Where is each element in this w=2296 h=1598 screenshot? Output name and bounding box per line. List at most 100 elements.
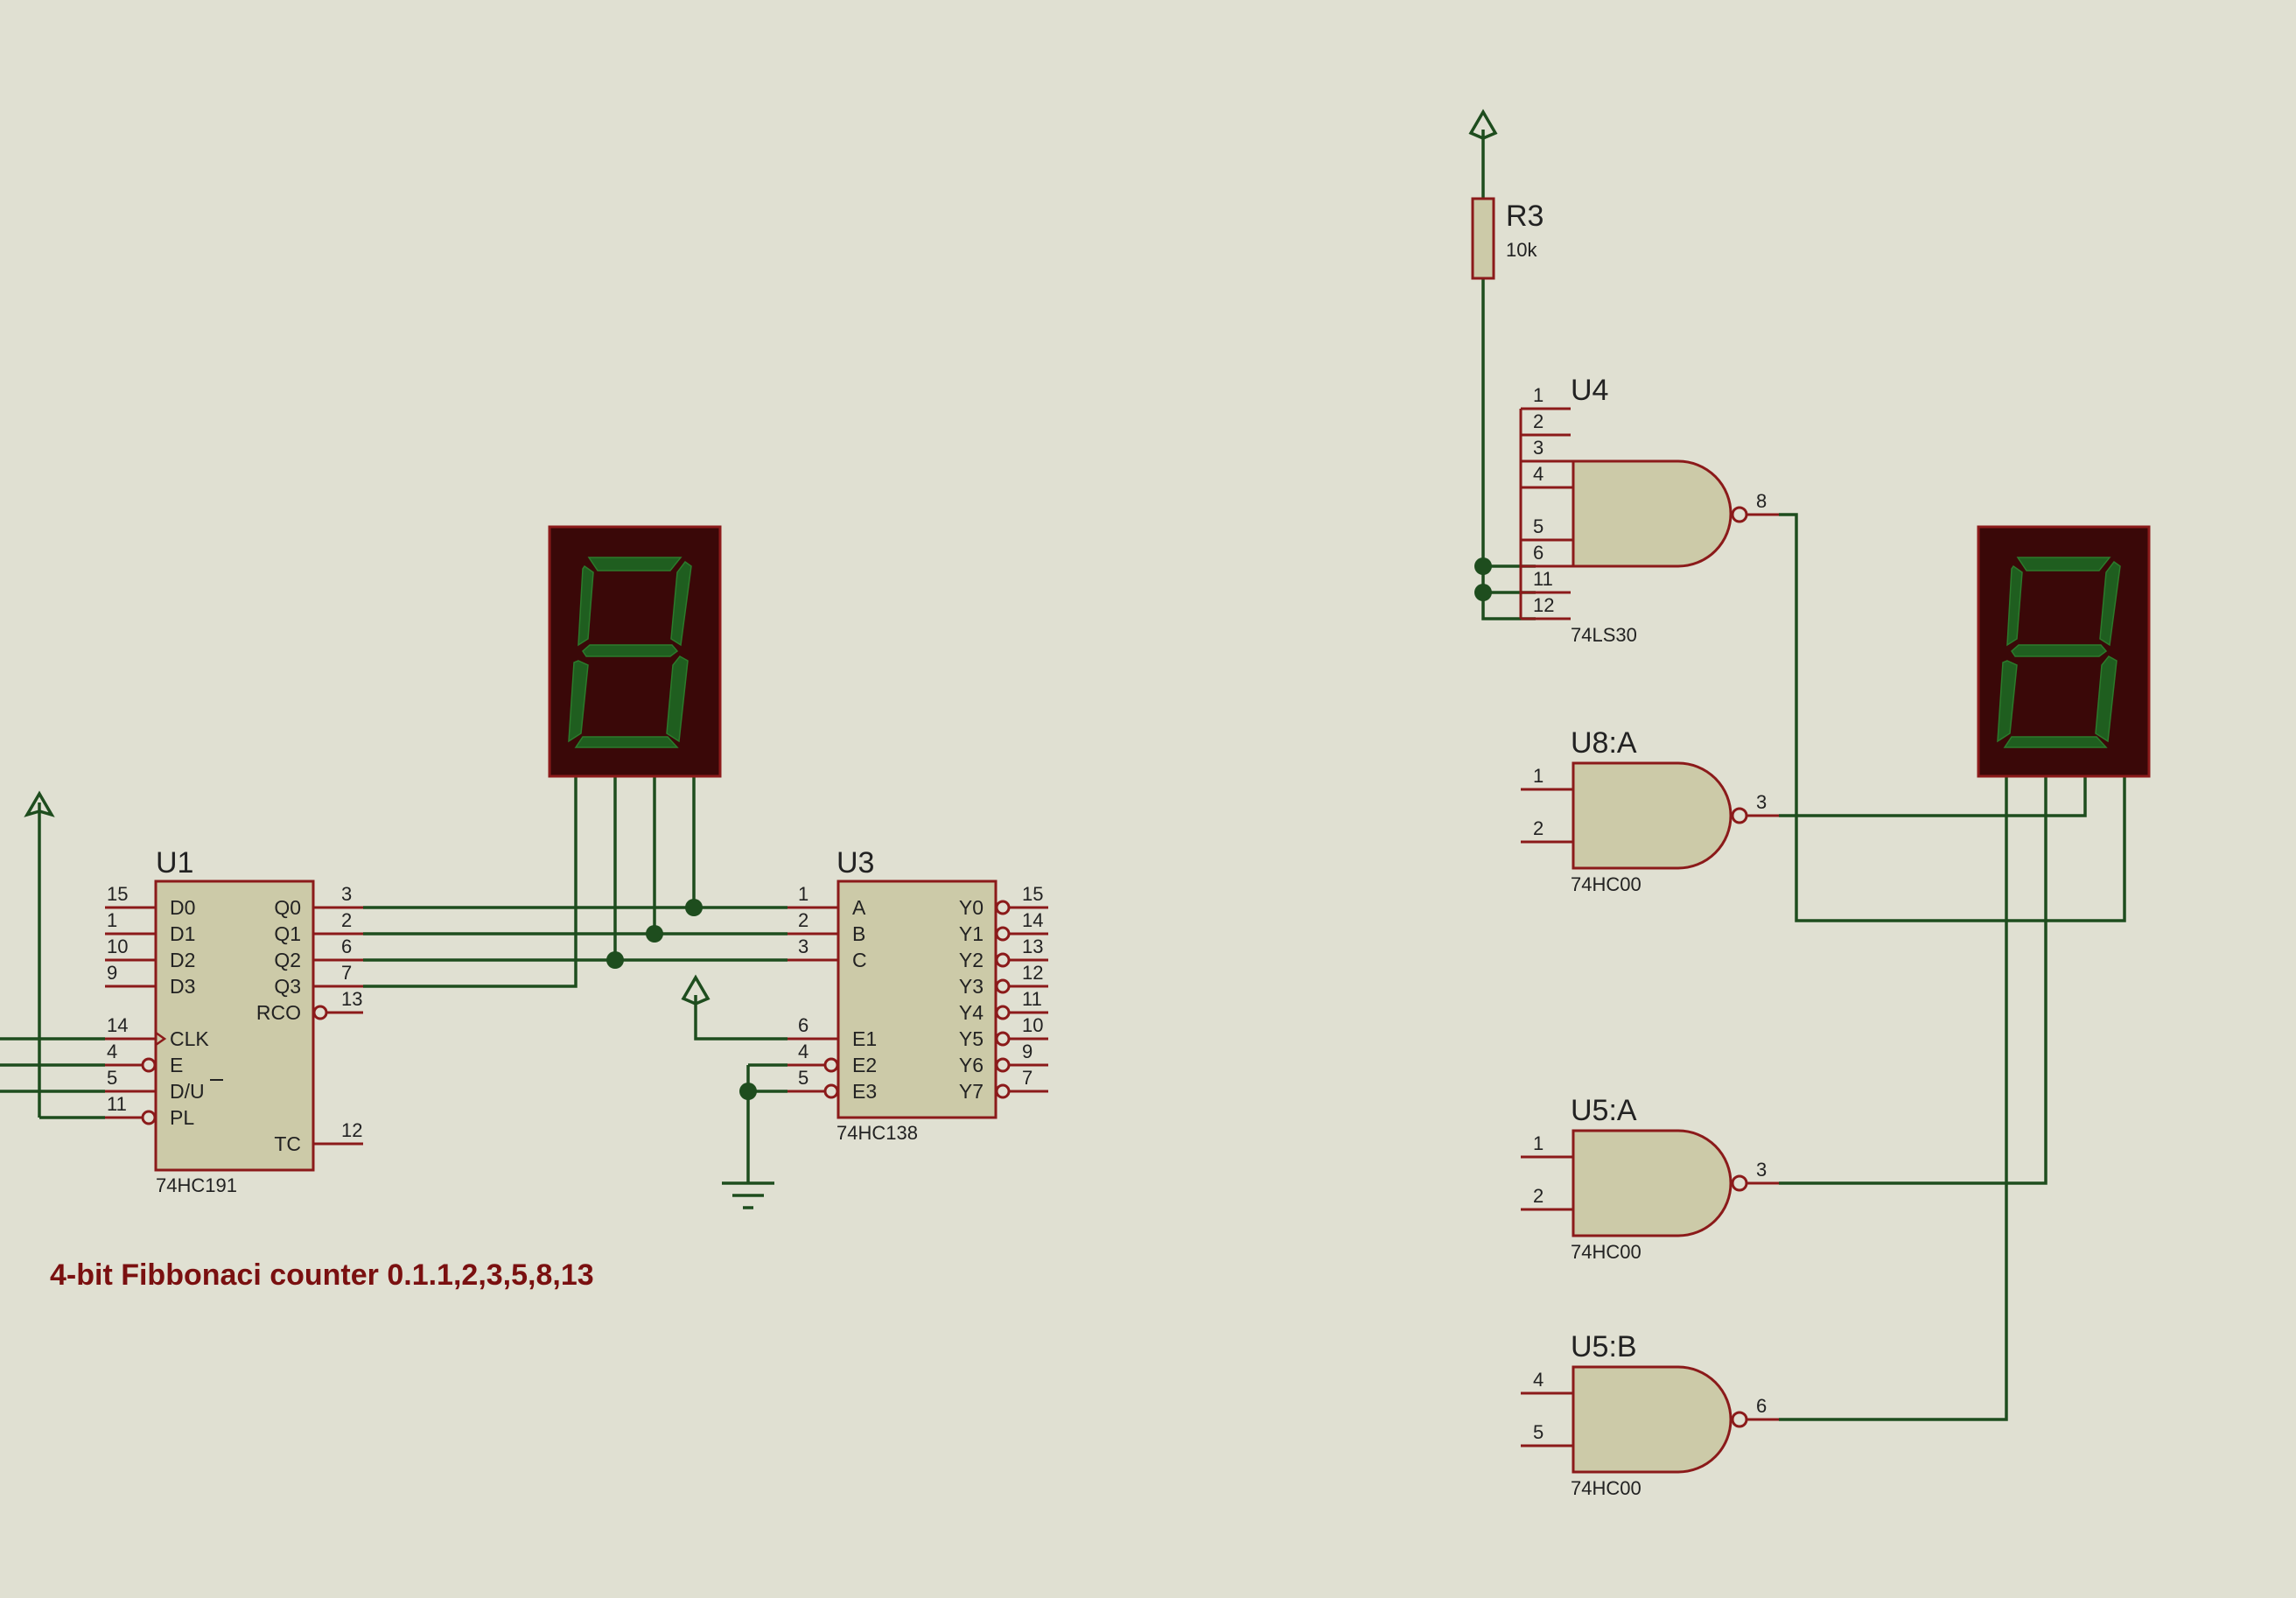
inversion-bubble-icon: [1731, 807, 1748, 824]
gate-u5b[interactable]: U5:B 74HC00 456: [1521, 1330, 1779, 1499]
wire-u4-out: [1779, 513, 2126, 922]
wire-q3: [363, 776, 578, 988]
wire-u8a-out: [1779, 777, 2087, 817]
inversion-bubble-icon: [141, 1057, 157, 1073]
inversion-bubble-icon: [312, 1005, 328, 1020]
u8a-ref: U8:A: [1571, 726, 1637, 760]
pin-name: Y2: [959, 949, 984, 971]
power-symbols: [24, 109, 1498, 1209]
u5a-part: 74HC00: [1571, 1241, 1642, 1263]
ic-u1[interactable]: U1 74HC191 15D01D110D29D314CLK4E5D/U11PL…: [105, 846, 363, 1196]
inversion-bubble-icon: [995, 1005, 1011, 1020]
pin-number: 4: [1533, 463, 1544, 485]
display-segment: [670, 560, 692, 647]
pin-number: 5: [798, 1067, 808, 1089]
pin-number: 6: [341, 936, 352, 957]
pin-name: RCO: [256, 1001, 301, 1024]
pin-number: 14: [1022, 909, 1043, 931]
display-segment: [2016, 557, 2111, 571]
r3-value: 10k: [1506, 239, 1537, 261]
schematic-annotation: 4-bit Fibbonaci counter 0.1.1,2,3,5,8,13: [50, 1258, 594, 1292]
seven-segment-display-right[interactable]: [1977, 525, 2151, 778]
u4-part: 74LS30: [1571, 624, 1637, 646]
pin-number: 1: [107, 909, 117, 931]
pin-number: 1: [1533, 765, 1544, 787]
pin-number: 7: [1022, 1067, 1032, 1089]
pin-name: Q3: [274, 975, 301, 998]
clock-edge-icon: [155, 1031, 167, 1047]
seven-segment-display-left[interactable]: [548, 525, 722, 778]
pin-name: PL: [170, 1106, 194, 1129]
pin-number: 5: [107, 1067, 117, 1089]
pin-number: 3: [1756, 791, 1767, 813]
pin-number: 3: [1756, 1159, 1767, 1181]
junction-dot: [739, 1083, 757, 1100]
inversion-bubble-icon: [1731, 506, 1748, 523]
junction-dot: [1474, 584, 1492, 601]
pin-name: CLK: [170, 1027, 209, 1050]
wire-u5a-out: [1779, 777, 2048, 1185]
ic-u3[interactable]: U3 74HC138 1A2B3C6E14E25E315Y014Y113Y212…: [788, 846, 1048, 1144]
inversion-bubble-icon: [823, 1083, 839, 1099]
pin-number: 13: [341, 988, 362, 1010]
gate-u5a[interactable]: U5:A 74HC00 123: [1521, 1094, 1779, 1263]
inversion-bubble-icon: [995, 1083, 1011, 1099]
r3-ref: R3: [1506, 200, 1544, 233]
pin-number: 12: [341, 1119, 362, 1141]
gate-u8a[interactable]: U8:A 74HC00 123: [1521, 726, 1779, 895]
u5b-part: 74HC00: [1571, 1477, 1642, 1499]
inversion-bubble-icon: [995, 900, 1011, 915]
wires: [0, 130, 2126, 1421]
resistor-body: [1471, 197, 1495, 280]
pin-name: TC: [274, 1132, 301, 1155]
inversion-bubble-icon: [1731, 1411, 1748, 1428]
display-segment: [666, 655, 689, 743]
inversion-bubble-icon: [995, 952, 1011, 968]
pin-number: 6: [1756, 1395, 1767, 1417]
junction-dot: [1474, 557, 1492, 575]
pin-name: Q2: [274, 949, 301, 971]
resistor-r3[interactable]: R3 10k: [1471, 197, 1544, 280]
pin-number: 12: [1533, 594, 1554, 616]
display-segment: [1997, 660, 2018, 743]
junction-dot: [646, 925, 663, 943]
pin-number: 4: [1533, 1369, 1544, 1391]
ic-body: [154, 880, 315, 1172]
pin-name: D2: [170, 949, 195, 971]
pin-number: 11: [107, 1093, 127, 1115]
nand-body: [1572, 1129, 1732, 1237]
pin-number: 14: [107, 1014, 128, 1036]
junction-dot: [685, 899, 703, 916]
display-segment: [2003, 736, 2108, 748]
pin-name: B: [852, 922, 865, 945]
pin-number: 6: [1533, 542, 1544, 564]
pin-number: 2: [341, 909, 352, 931]
inversion-bubble-icon: [141, 1110, 157, 1125]
u3-ref: U3: [836, 846, 874, 880]
display-segment: [582, 644, 679, 657]
pin-name: A: [852, 896, 866, 919]
vcc-arrow-icon: [1468, 109, 1498, 140]
pin-number: 8: [1756, 490, 1767, 512]
u1-ref: U1: [156, 846, 193, 880]
pin-number: 6: [798, 1014, 808, 1036]
pin-number: 9: [107, 962, 117, 984]
vcc-arrow-icon: [681, 974, 710, 1006]
pin-name: D1: [170, 922, 195, 945]
pin-name: Y1: [959, 922, 984, 945]
pin-number: 4: [798, 1041, 808, 1062]
pin-number: 3: [341, 883, 352, 905]
display-segment: [2095, 655, 2118, 743]
pin-number: 11: [1533, 568, 1553, 590]
pin-name: Y7: [959, 1080, 984, 1103]
pin-name: D0: [170, 896, 195, 919]
pin-name: Y6: [959, 1054, 984, 1076]
nand-body: [1572, 1365, 1732, 1474]
display-segment: [574, 736, 679, 748]
pin-number: 11: [1022, 988, 1042, 1010]
pin-number: 7: [341, 962, 352, 984]
pin-number: 2: [1533, 1185, 1544, 1207]
pin-name: Y3: [959, 975, 984, 998]
